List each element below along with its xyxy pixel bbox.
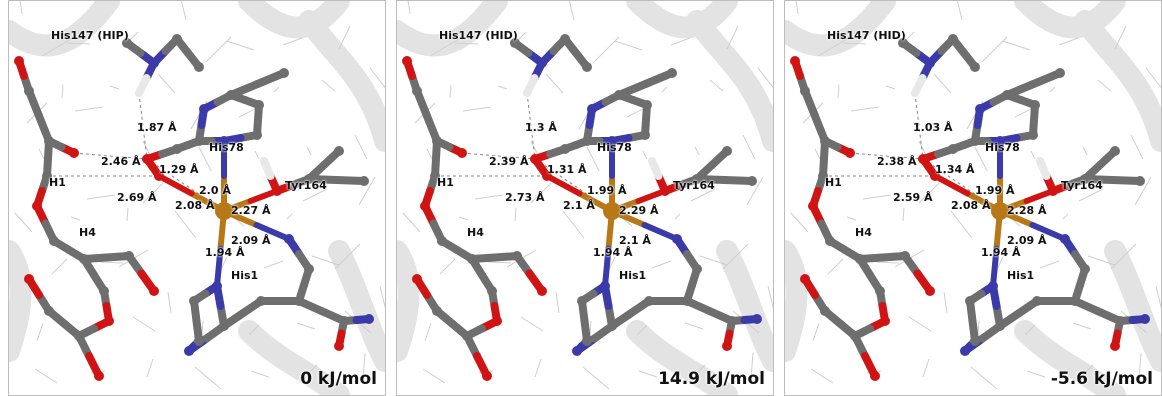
residue-label-his78: His78 [597, 141, 632, 154]
residue-label-tyr164: Tyr164 [673, 179, 715, 192]
distance-label: 1.99 Å [587, 184, 627, 197]
distance-label: 1.34 Å [935, 163, 975, 176]
residue-label-his78: His78 [985, 141, 1020, 154]
residue-label-h1: H1 [49, 176, 66, 189]
distance-label: 1.94 Å [981, 246, 1021, 259]
energy-label: 14.9 kJ/mol [658, 369, 765, 389]
protein-background [785, 1, 1161, 395]
residue-label-tyr164: Tyr164 [1061, 179, 1103, 192]
distance-label: 2.73 Å [505, 191, 545, 204]
distance-label: 2.28 Å [1007, 204, 1047, 217]
energy-label: 0 kJ/mol [300, 369, 377, 389]
distance-label: 1.3 Å [525, 121, 557, 134]
distance-label: 1.94 Å [205, 246, 245, 259]
residue-label-h4: H4 [855, 226, 872, 239]
distance-label: 2.38 Å [877, 155, 917, 168]
residue-label-h1: H1 [825, 176, 842, 189]
distance-label: 2.1 Å [563, 199, 595, 212]
energy-label: -5.6 kJ/mol [1050, 369, 1153, 389]
residue-label-his1: His1 [1007, 269, 1035, 282]
residue-label-his147: His147 (HID) [439, 29, 518, 42]
residue-label-his147: His147 (HID) [827, 29, 906, 42]
distance-label: 1.29 Å [159, 163, 199, 176]
distance-label: 2.09 Å [1007, 234, 1047, 247]
residue-label-h4: H4 [79, 226, 96, 239]
distance-label: 1.99 Å [975, 184, 1015, 197]
residue-label-his78: His78 [209, 141, 244, 154]
residue-label-his1: His1 [619, 269, 647, 282]
residue-label-h1: H1 [437, 176, 454, 189]
protein-background [9, 1, 385, 395]
distance-label: 2.39 Å [489, 155, 529, 168]
residue-label-tyr164: Tyr164 [285, 179, 327, 192]
distance-label: 2.1 Å [619, 234, 651, 247]
distance-label: 1.94 Å [593, 246, 633, 259]
distance-label: 1.03 Å [913, 121, 953, 134]
distance-label: 1.31 Å [547, 163, 587, 176]
distance-label: 2.09 Å [231, 234, 271, 247]
residue-label-his147: His147 (HIP) [51, 29, 129, 42]
protein-background [397, 1, 773, 395]
residue-label-h4: H4 [467, 226, 484, 239]
distance-label: 2.08 Å [951, 199, 991, 212]
distance-label: 2.69 Å [117, 191, 157, 204]
distance-label: 2.27 Å [231, 204, 271, 217]
residue-label-his1: His1 [231, 269, 259, 282]
distance-label: 2.59 Å [893, 191, 933, 204]
distance-label: 1.87 Å [137, 121, 177, 134]
distance-label: 2.46 Å [101, 155, 141, 168]
distance-label: 2.29 Å [619, 204, 659, 217]
distance-label: 2.0 Å [199, 184, 231, 197]
distance-label: 2.08 Å [175, 199, 215, 212]
